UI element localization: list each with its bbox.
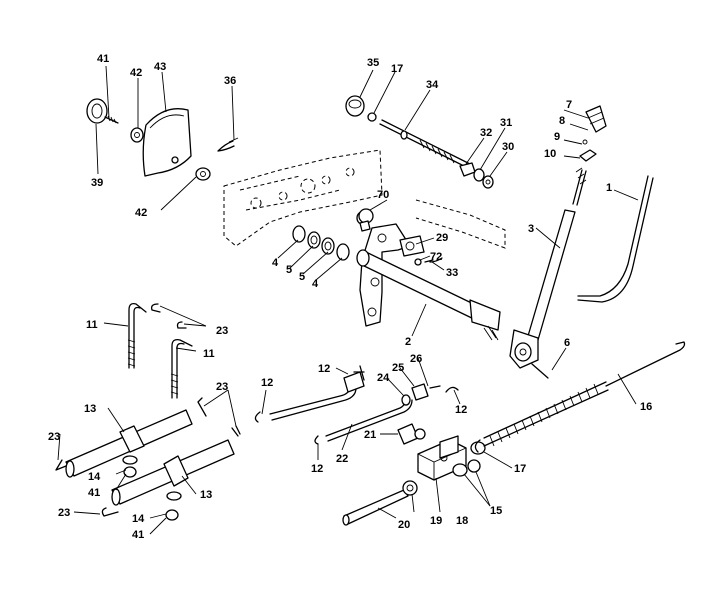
callout-14-lower: 14 [132,513,145,525]
callout-11-right: 11 [203,348,215,360]
callout-70: 70 [377,189,389,201]
callout-20: 20 [398,519,410,531]
callout-13-upper: 13 [84,403,96,415]
callout-4-right: 4 [312,278,319,290]
callout-5-left: 5 [286,264,292,276]
callout-14-upper: 14 [88,471,101,483]
callout-23-bottom: 23 [58,507,70,519]
callout-8: 8 [559,115,565,127]
callout-36: 36 [224,75,236,87]
callout-12-c: 12 [455,404,467,416]
lift-rod [577,175,654,303]
callout-labels: 41 42 43 36 39 42 35 17 34 32 31 30 70 2… [48,53,652,541]
callout-6: 6 [564,337,570,349]
callout-33: 33 [446,267,458,279]
callout-72: 72 [430,251,442,263]
callout-32: 32 [480,127,492,139]
callout-9: 9 [554,131,560,143]
callout-22: 22 [336,453,348,465]
washer-group [292,225,350,261]
frame-bracket [223,149,506,249]
callout-17-upper: 17 [391,63,403,75]
callout-1: 1 [606,182,612,194]
callout-35: 35 [367,57,379,69]
callout-16: 16 [640,401,652,413]
knob-assembly [86,98,239,181]
linkage-rods [254,365,459,445]
callout-41-lower: 41 [132,529,144,541]
callout-40: 41 [97,53,109,65]
callout-19: 19 [430,515,442,527]
callout-43: 43 [154,61,166,73]
callout-4-left: 4 [272,257,279,269]
hanger-links [55,302,241,521]
leader-lines [57,65,639,535]
callout-3: 3 [528,223,534,235]
callout-7: 7 [566,99,572,111]
callout-29: 29 [436,232,448,244]
callout-31: 31 [500,117,512,129]
callout-23-mid: 23 [216,381,228,393]
callout-21: 21 [364,429,376,441]
callout-42-upper: 42 [130,67,142,79]
callout-30: 30 [502,141,514,153]
callout-25: 25 [392,362,404,374]
callout-12-d: 12 [311,463,323,475]
callout-11-left: 11 [86,319,98,331]
callout-42-lower: 42 [135,207,147,219]
callout-23-top: 23 [216,325,228,337]
callout-5-right: 5 [299,271,305,283]
callout-13-lower: 13 [200,489,212,501]
callout-26: 26 [410,353,422,365]
callout-12-a: 12 [261,377,273,389]
spring-bracket [342,341,686,526]
callout-18: 18 [456,515,468,527]
callout-39: 39 [91,177,103,189]
callout-12-b: 12 [318,363,330,375]
callout-23-left: 23 [48,431,60,443]
lift-shaft [356,208,501,341]
callout-10: 10 [544,148,556,160]
adjusting-rod [345,95,494,189]
callout-15: 15 [490,505,502,517]
lift-handle [509,105,607,379]
callout-17-lower: 17 [514,463,526,475]
callout-24: 24 [377,372,390,384]
callout-34: 34 [426,79,439,91]
callout-41-upper: 41 [88,487,100,499]
callout-2: 2 [405,336,411,348]
